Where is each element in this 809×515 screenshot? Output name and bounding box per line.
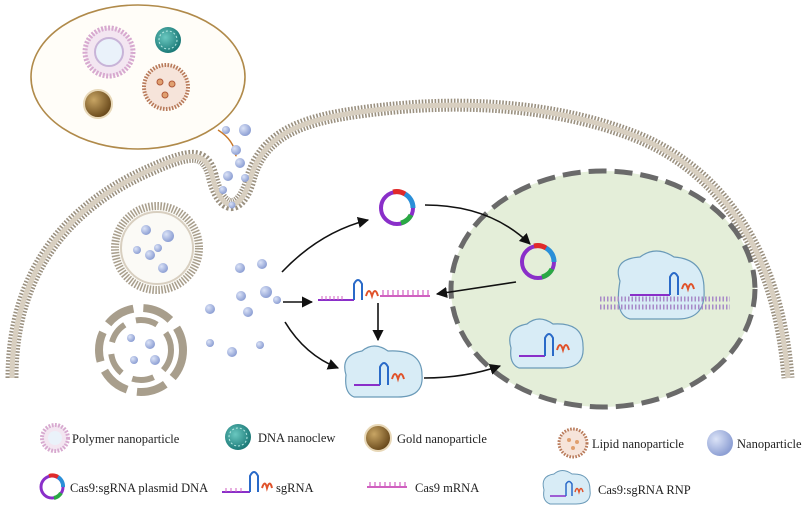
- nanoparticle-dot: [236, 291, 246, 301]
- nanoparticle-dot: [239, 124, 251, 136]
- nanoparticle-dot: [257, 259, 267, 269]
- pathway-arrows: [281, 204, 531, 379]
- nanoparticle-dot: [141, 225, 151, 235]
- nanoparticle-dot: [154, 244, 162, 252]
- nanoparticle-dot: [150, 355, 160, 365]
- nanoparticle-dot: [228, 201, 236, 209]
- rnp-nucleus: [509, 318, 584, 369]
- cell-membrane: [5, 98, 795, 379]
- legend-label-gold: Gold nanoparticle: [397, 432, 487, 446]
- legend-lipid-nanoparticle: Lipid nanoparticle: [557, 427, 684, 459]
- legend-cas9-mrna: Cas9 mRNA: [367, 481, 479, 495]
- polymer-nanoparticle-icon: [82, 25, 136, 79]
- nanoparticle-dot: [235, 263, 245, 273]
- endosome: [111, 202, 203, 294]
- legend: Polymer nanoparticle DNA nanoclew Gold n…: [39, 423, 802, 505]
- legend-gold-nanoparticle: Gold nanoparticle: [364, 424, 487, 452]
- nucleus: [448, 168, 758, 410]
- legend-label-polymer: Polymer nanoparticle: [72, 432, 180, 446]
- nanoparticle-dot: [273, 296, 281, 304]
- rnp-cytoplasm: [344, 345, 423, 398]
- nanoparticle-dot: [260, 286, 272, 298]
- nanoparticle-dot: [127, 334, 135, 342]
- nanoparticle-dot: [235, 158, 245, 168]
- rnp-bound-dna: [600, 250, 730, 320]
- outside-nanoparticles: [219, 124, 251, 209]
- nanoparticle-dot: [205, 304, 215, 314]
- legend-polymer-nanoparticle: Polymer nanoparticle: [40, 423, 180, 453]
- nanoparticle-dot: [206, 339, 214, 347]
- legend-label-dna-nanoclew: DNA nanoclew: [258, 431, 335, 445]
- gold-nanoparticle-icon: [83, 89, 113, 119]
- legend-nanoparticle: Nanoparticle: [707, 430, 802, 456]
- plasmid-dna-nucleus: [520, 243, 557, 280]
- nanoparticle-dot: [162, 230, 174, 242]
- nanoparticle-dot: [256, 341, 264, 349]
- legend-label-mrna: Cas9 mRNA: [415, 481, 479, 495]
- nanoparticle-dot: [243, 307, 253, 317]
- sgrna-cytoplasm: [318, 279, 379, 301]
- legend-sgrna: sgRNA: [222, 471, 314, 495]
- nanoparticle-dot: [145, 339, 155, 349]
- legend-label-rnp: Cas9:sgRNA RNP: [598, 483, 691, 497]
- nanoparticle-dot: [145, 250, 155, 260]
- dna-nanoclew-icon: [155, 27, 181, 53]
- disrupted-endosome: [95, 304, 187, 396]
- nanoparticle-dot: [223, 171, 233, 181]
- nanoparticle-dot: [130, 356, 138, 364]
- nanoparticle-dot: [231, 145, 241, 155]
- nanoparticle-dot: [133, 246, 141, 254]
- plasmid-dna-cytoplasm: [379, 189, 416, 226]
- legend-label-nanoparticle: Nanoparticle: [737, 437, 802, 451]
- nanoparticle-dot: [158, 263, 168, 273]
- cas9-mrna-cytoplasm: [380, 290, 430, 297]
- nanoparticle-dot: [241, 174, 249, 182]
- lipid-nanoparticle-icon: [142, 63, 190, 111]
- nanoparticle-dot: [222, 126, 230, 134]
- legend-rnp: Cas9:sgRNA RNP: [542, 470, 691, 505]
- legend-label-plasmid: Cas9:sgRNA plasmid DNA: [70, 481, 208, 495]
- legend-label-sgrna: sgRNA: [276, 481, 314, 495]
- legend-label-lipid: Lipid nanoparticle: [592, 437, 684, 451]
- legend-plasmid-dna: Cas9:sgRNA plasmid DNA: [39, 473, 208, 500]
- nanocarrier-vesicle: [30, 4, 246, 150]
- nanoparticle-dot: [219, 186, 227, 194]
- legend-dna-nanoclew: DNA nanoclew: [225, 424, 335, 450]
- cytoplasmic-nanoparticles: [205, 259, 281, 357]
- nanoparticle-dot: [227, 347, 237, 357]
